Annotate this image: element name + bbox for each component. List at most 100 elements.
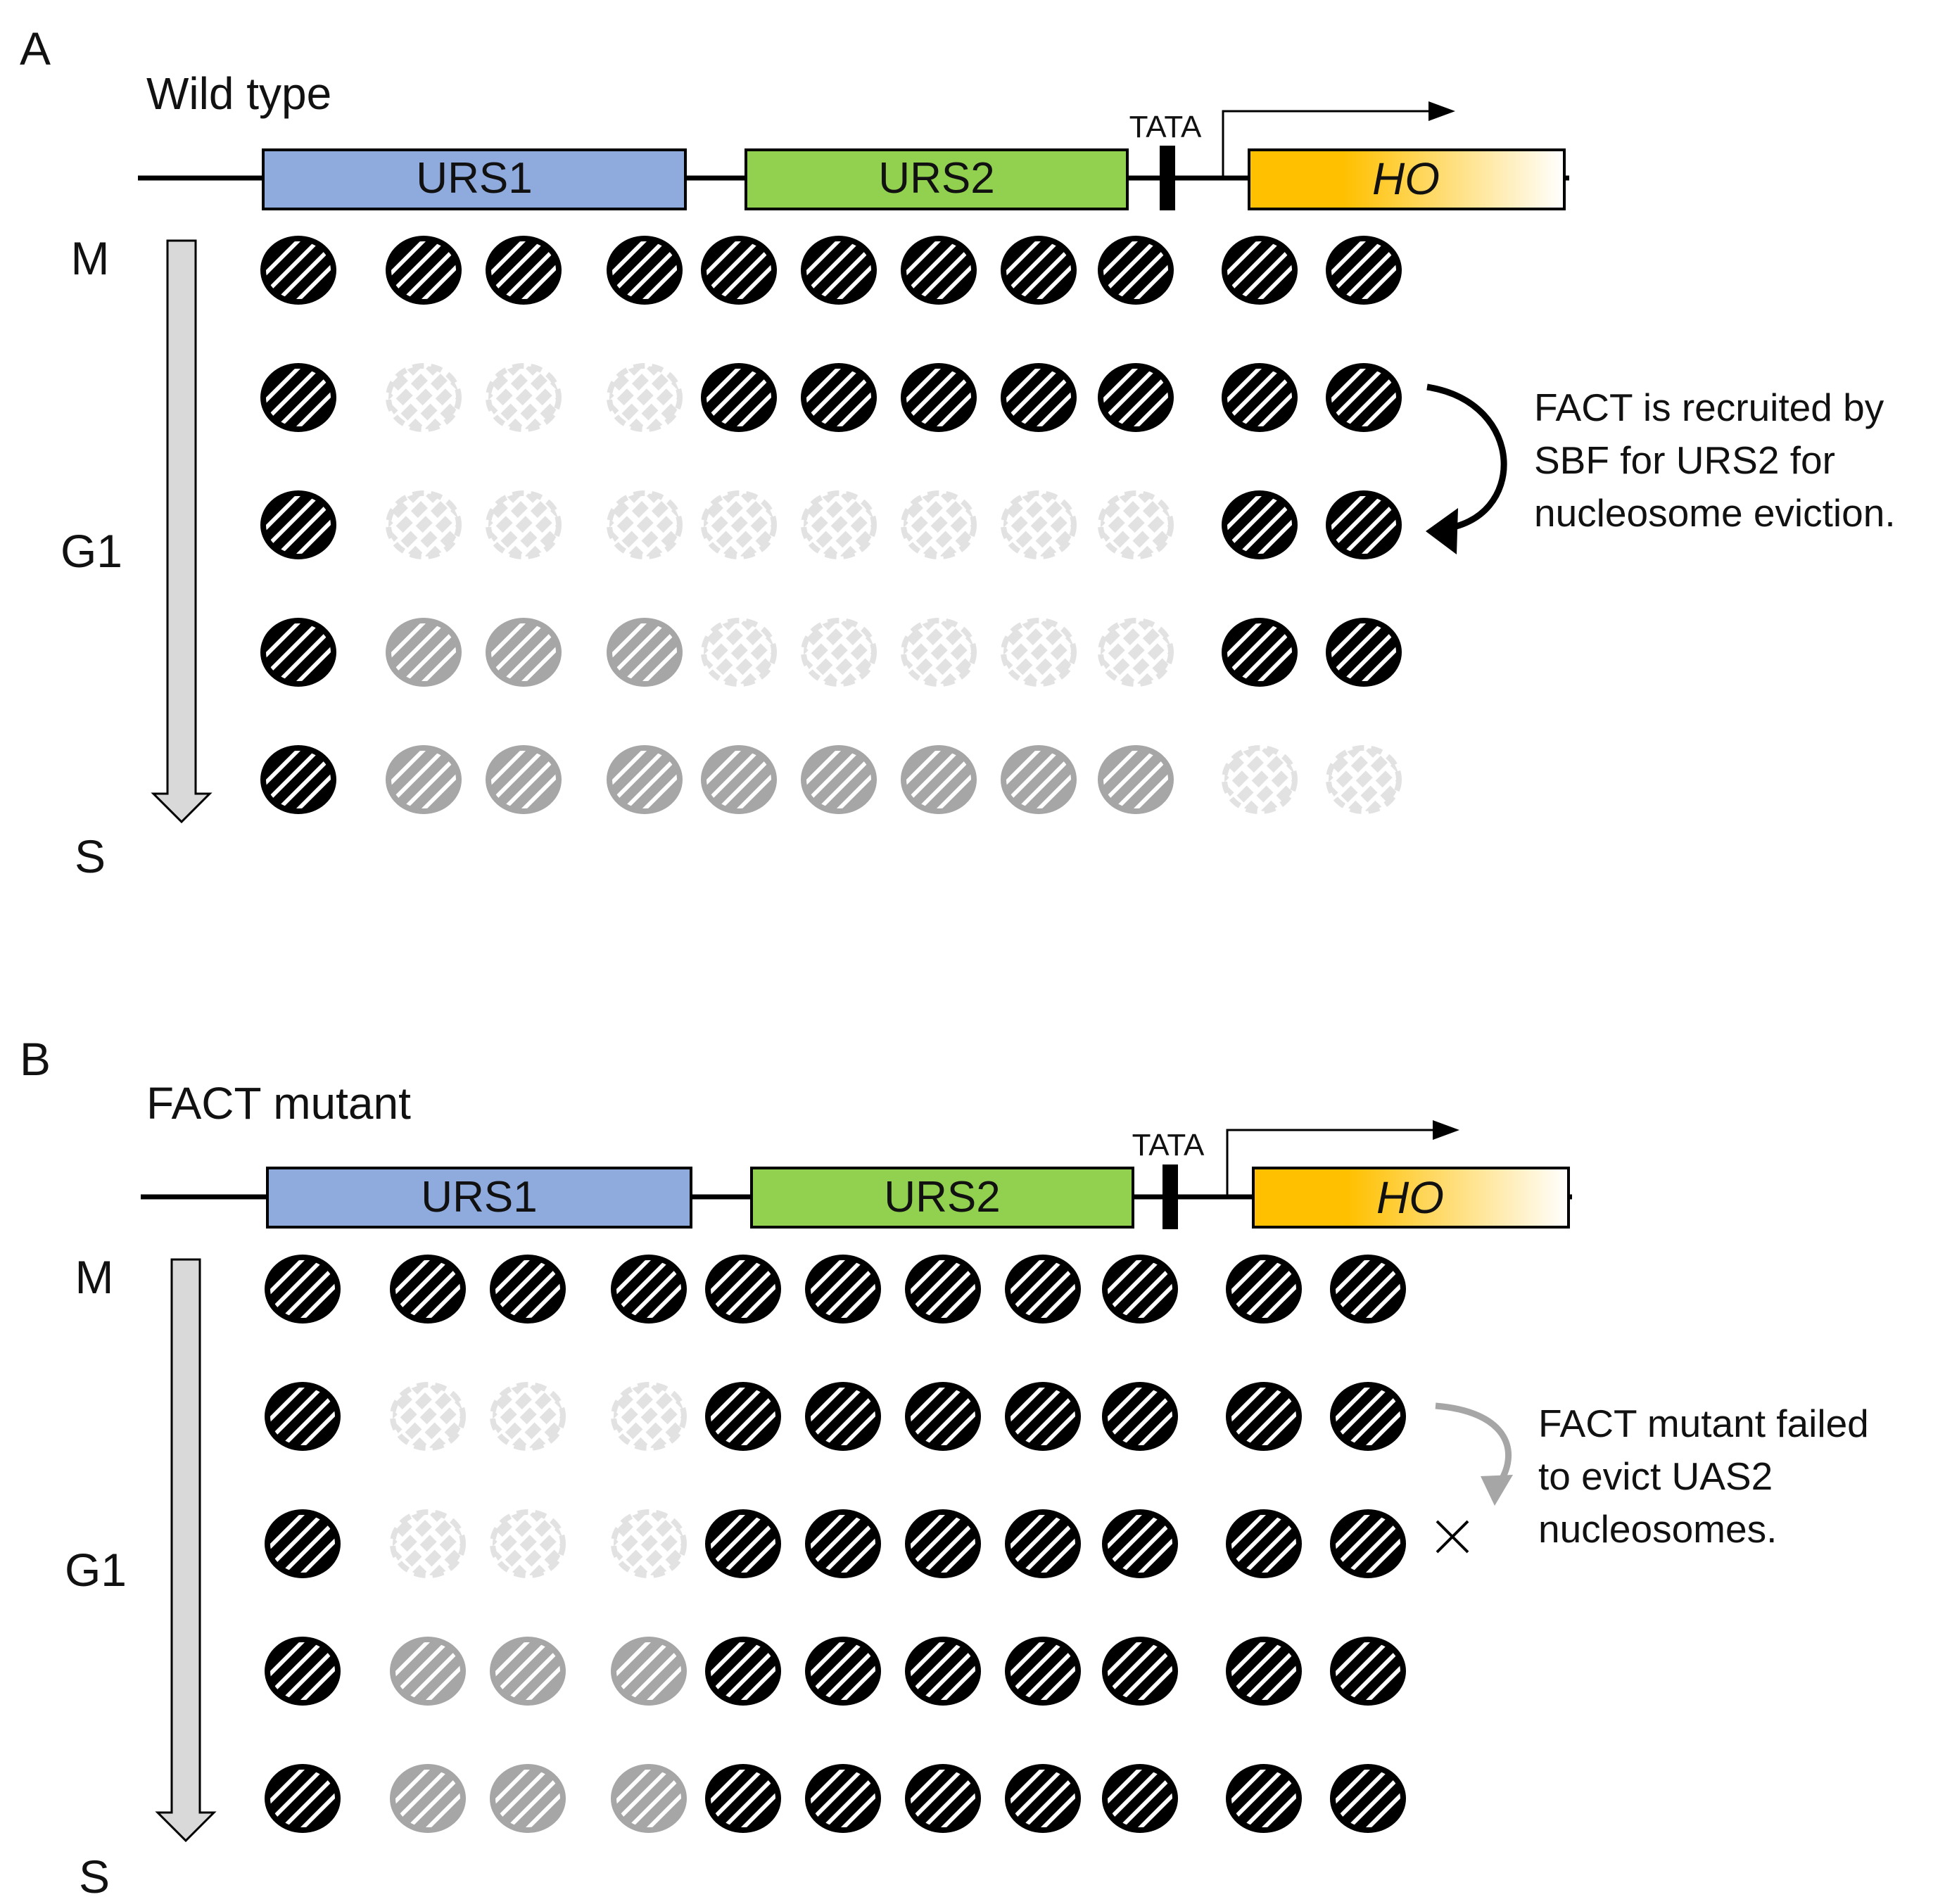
nucleosome-on — [1102, 1764, 1178, 1833]
panel-b: B FACT mutant URS1 URS2 TATA HO M G1 S — [20, 1033, 1869, 1903]
nucleosome-returning — [386, 618, 462, 687]
panel-title: FACT mutant — [146, 1078, 411, 1129]
nucleosome-returning — [1001, 745, 1077, 814]
nucleosome-on — [260, 490, 336, 559]
nucleosome-on — [1102, 1382, 1178, 1451]
nucleosome-on — [1226, 1382, 1302, 1451]
nucleosome-evicted — [1001, 490, 1077, 559]
nucleosome-on — [260, 618, 336, 687]
nucleosome-evicted — [386, 363, 462, 432]
nucleosome-returning — [490, 1637, 566, 1706]
nucleosome-returning — [486, 745, 562, 814]
nucleosome-evicted — [1222, 745, 1298, 814]
ho-gene-box — [1248, 148, 1566, 210]
phase-label-m: M — [71, 232, 110, 284]
nucleosome-evicted — [1098, 618, 1174, 687]
nucleosome-on — [265, 1255, 341, 1324]
nucleosome-evicted — [901, 618, 977, 687]
nucleosome-on — [801, 236, 877, 305]
tata-box — [1160, 146, 1175, 210]
urs1-box — [262, 148, 687, 210]
urs1-label: URS1 — [416, 154, 532, 203]
nucleosome-returning — [390, 1637, 466, 1706]
nucleosome-on — [1326, 363, 1402, 432]
nucleosome-on — [1102, 1255, 1178, 1324]
nucleosome-on — [1005, 1382, 1081, 1451]
nucleosome-on — [390, 1255, 466, 1324]
urs1-label: URS1 — [421, 1173, 537, 1221]
nucleosome-evicted — [390, 1509, 466, 1578]
nucleosome-on — [705, 1382, 781, 1451]
nucleosome-evicted — [701, 490, 777, 559]
nucleosome-on — [705, 1509, 781, 1578]
panel-letter: A — [20, 23, 51, 75]
nucleosome-on — [905, 1382, 981, 1451]
nucleosome-returning — [901, 745, 977, 814]
nucleosome-on — [1226, 1509, 1302, 1578]
nucleosome-returning — [801, 745, 877, 814]
nucleosome-on — [265, 1382, 341, 1451]
nucleosome-on — [801, 363, 877, 432]
nucleosome-returning — [701, 745, 777, 814]
tata-label: TATA — [1129, 110, 1202, 144]
nucleosome-on — [611, 1255, 687, 1324]
nucleosome-on — [1330, 1637, 1406, 1706]
nucleosome-on — [1330, 1255, 1406, 1324]
nucleosome-evicted — [611, 1382, 687, 1451]
nucleosome-on — [1330, 1509, 1406, 1578]
transcription-start-arrow — [1226, 1129, 1455, 1197]
nucleosome-evicted — [901, 490, 977, 559]
phase-label-s: S — [79, 1851, 110, 1903]
transcription-start-arrow — [1222, 110, 1451, 178]
nucleosome-evicted — [1001, 618, 1077, 687]
nucleosome-on — [805, 1637, 881, 1706]
nucleosome-on — [705, 1637, 781, 1706]
nucleosome-on — [701, 363, 777, 432]
nucleosome-on — [1326, 236, 1402, 305]
urs2-box — [745, 148, 1129, 210]
nucleosome-on — [1005, 1764, 1081, 1833]
nucleosome-on — [386, 236, 462, 305]
nucleosome-evicted — [607, 490, 683, 559]
nucleosome-returning — [386, 745, 462, 814]
nucleosome-on — [1222, 236, 1298, 305]
urs1-box — [266, 1167, 692, 1229]
nucleosome-returning — [1098, 745, 1174, 814]
nucleosome-evicted — [1098, 490, 1174, 559]
nucleosome-on — [905, 1637, 981, 1706]
nucleosome-evicted — [1326, 745, 1402, 814]
nucleosome-on — [1226, 1637, 1302, 1706]
nucleosome-on — [1005, 1637, 1081, 1706]
nucleosome-evicted — [611, 1509, 687, 1578]
urs2-label: URS2 — [884, 1173, 1000, 1221]
promoter-track: URS1 URS2 TATA HO — [138, 101, 1569, 210]
cell-cycle-arrow — [151, 239, 213, 824]
urs2-label: URS2 — [878, 154, 994, 203]
eviction-arrow — [1426, 383, 1507, 554]
nucleosome-on — [607, 236, 683, 305]
nucleosome-on — [1102, 1637, 1178, 1706]
nucleosome-returning — [607, 618, 683, 687]
ho-gene-label: HO — [1376, 1172, 1444, 1223]
blocked-x-mark — [1436, 1520, 1469, 1554]
nucleosome-evicted — [486, 363, 562, 432]
panel-a: A Wild type URS1 URS2 TATA HO M G1 S — [20, 23, 1896, 882]
nucleosome-evicted — [701, 618, 777, 687]
annotation-line: FACT is recruited by — [1534, 386, 1884, 429]
nucleosome-on — [901, 363, 977, 432]
tata-box — [1162, 1164, 1178, 1229]
nucleosome-on — [901, 236, 977, 305]
nucleosome-returning — [490, 1764, 566, 1833]
ho-gene-label: HO — [1372, 153, 1440, 204]
tata-label: TATA — [1132, 1128, 1205, 1162]
annotation-line: SBF for URS2 for — [1534, 438, 1835, 482]
ho-gene-box — [1252, 1167, 1570, 1229]
nucleosome-on — [1005, 1509, 1081, 1578]
nucleosome-on — [1226, 1255, 1302, 1324]
annotation-line: FACT mutant failed — [1538, 1402, 1869, 1445]
nucleosome-on — [805, 1382, 881, 1451]
panel-title: Wild type — [146, 68, 331, 119]
nucleosome-on — [1226, 1764, 1302, 1833]
nucleosome-on — [260, 236, 336, 305]
